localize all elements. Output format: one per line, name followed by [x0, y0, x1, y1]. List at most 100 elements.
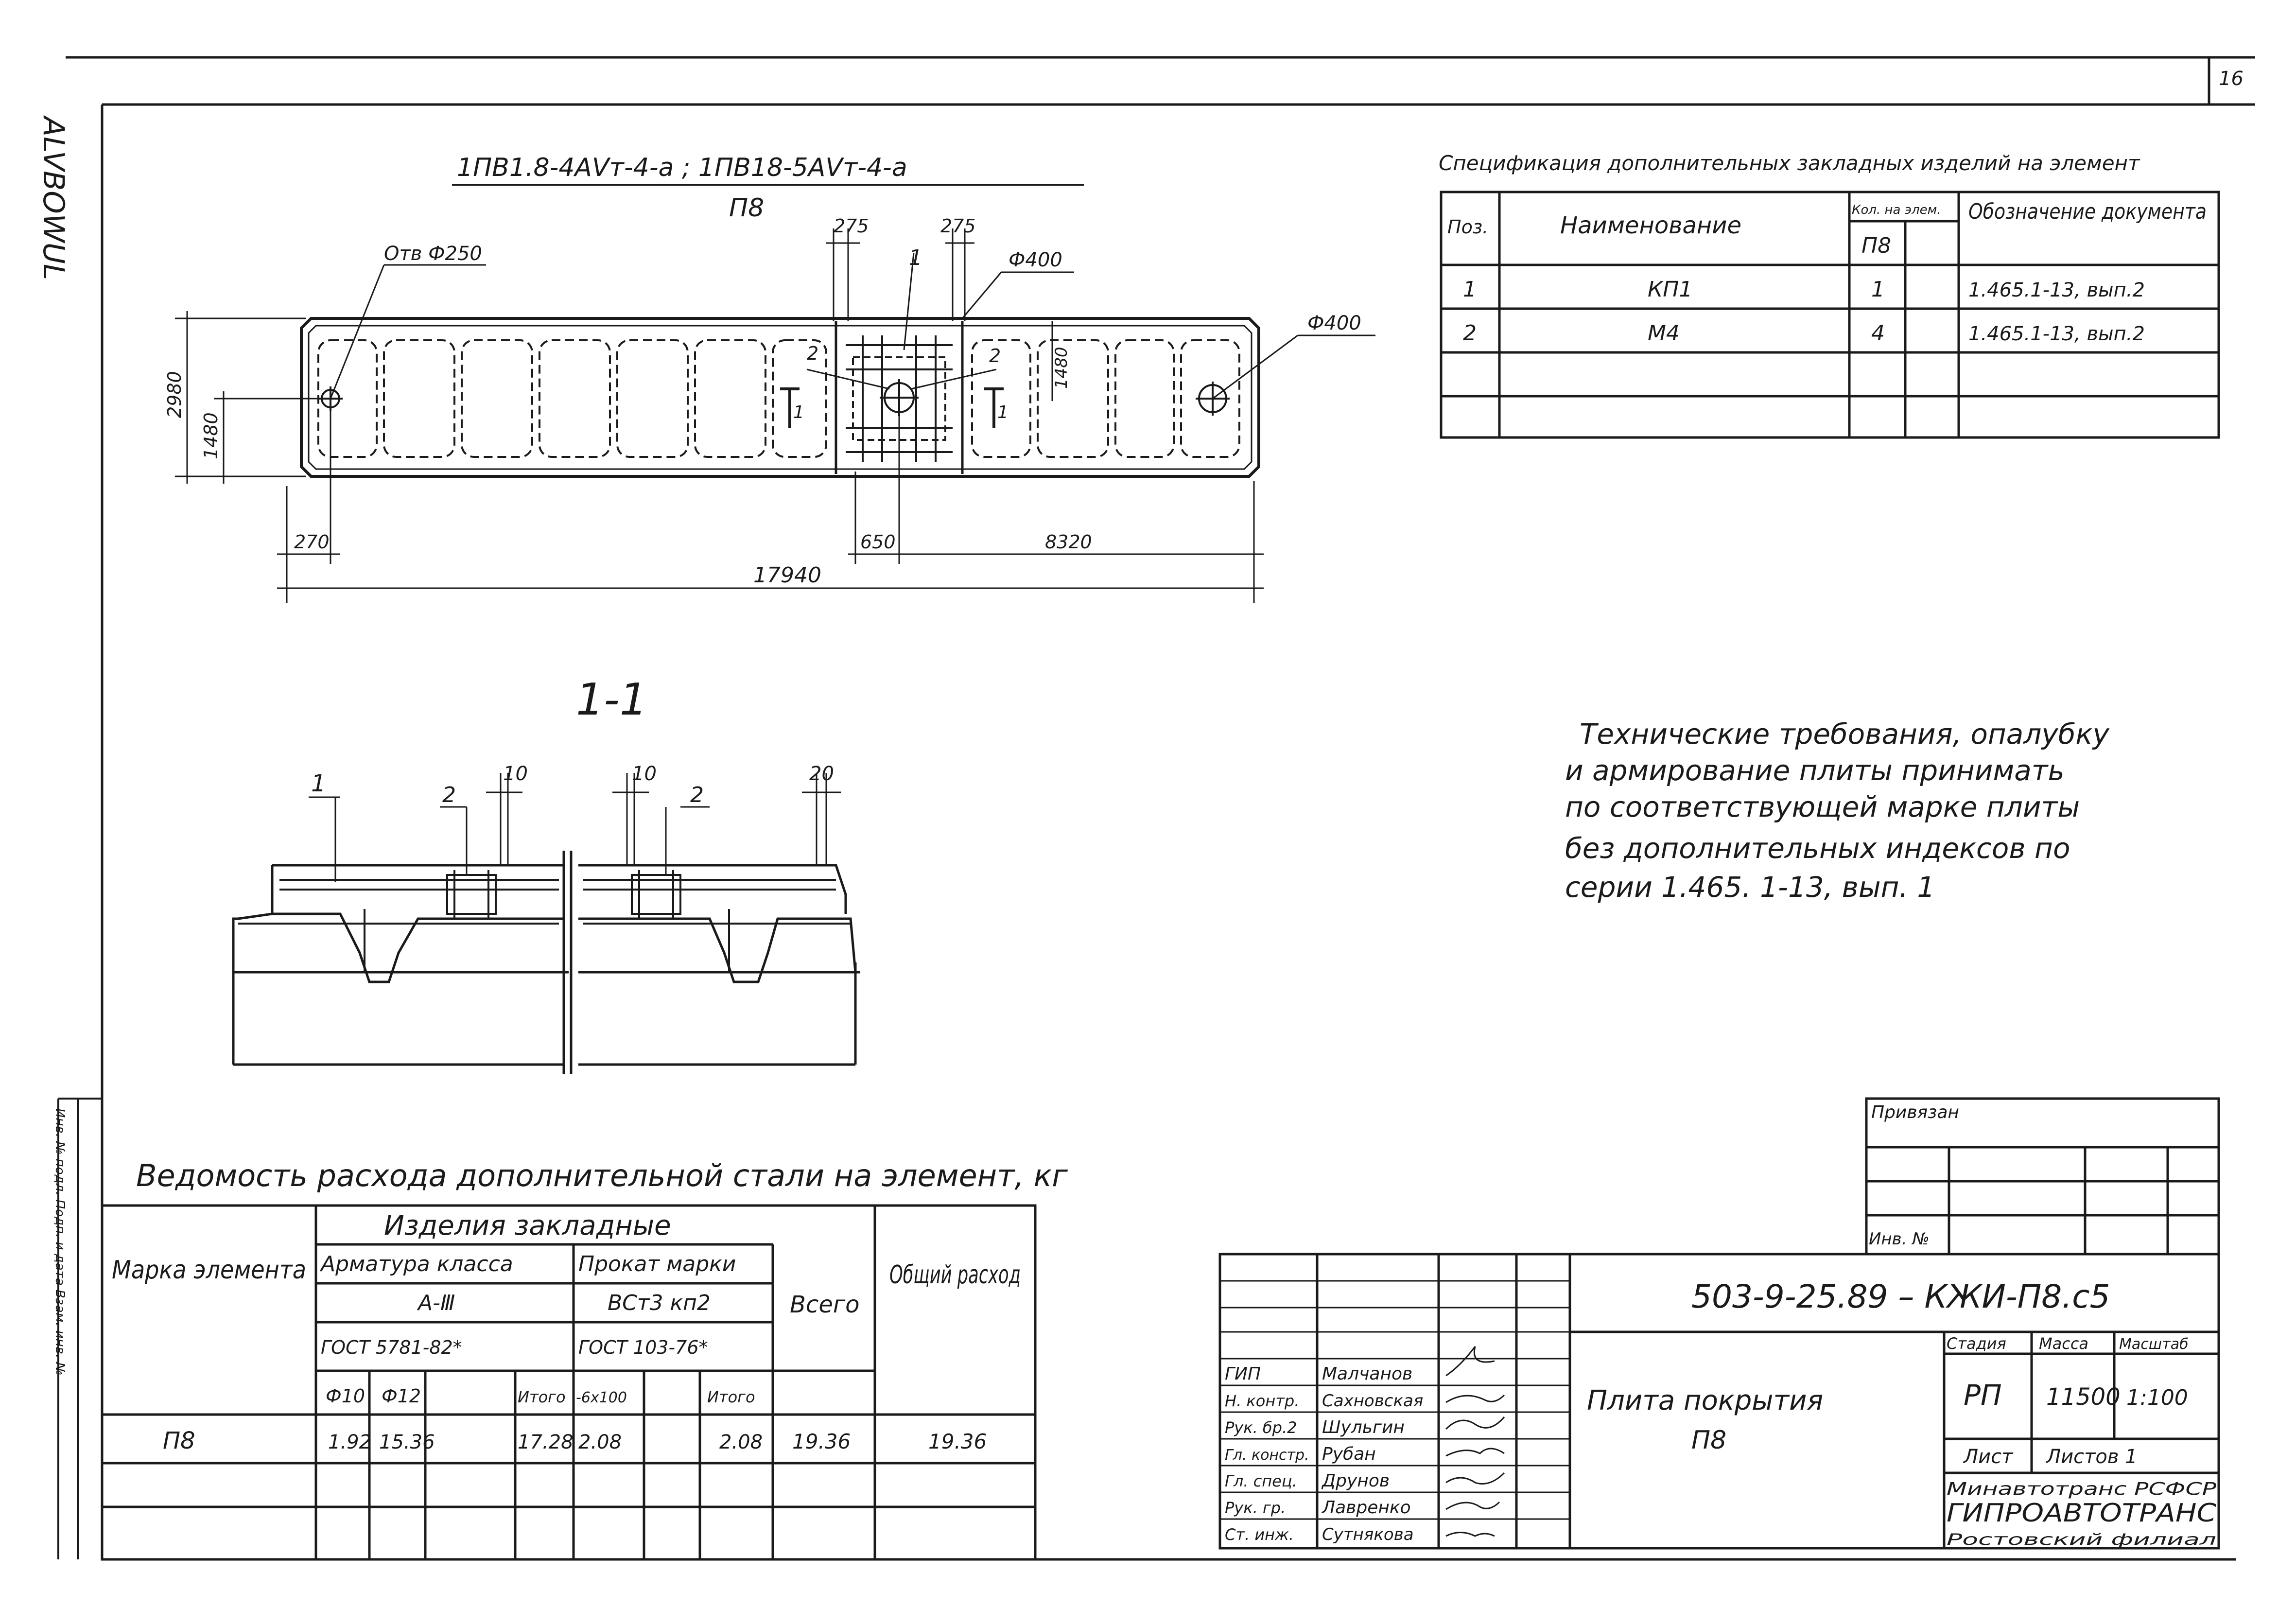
- spec-title: Спецификация дополнительных закладных из…: [1439, 151, 2140, 175]
- signer-name: Рубан: [1322, 1444, 1376, 1464]
- hole-center-400: [880, 379, 919, 416]
- dim-half-1480-inner: 1480: [1052, 347, 1071, 389]
- spec-row-1-doc: 1.465.1-13, вып.2: [1968, 279, 2145, 301]
- spec-row-1-qty: 1: [1871, 277, 1885, 302]
- steel-header-overall: Общий расход: [889, 1260, 1021, 1290]
- stamp-name-line1: Плита покрытия: [1587, 1385, 1823, 1416]
- stamp-mass: 11500: [2046, 1383, 2121, 1411]
- spec-row-1-name: КП1: [1648, 277, 1692, 302]
- note-line-1: Технические требования, опалубку: [1580, 717, 2110, 751]
- steel-row-itogo-1: 17.28: [518, 1431, 574, 1453]
- marker-2-right: 2: [989, 345, 1001, 367]
- note-line-5: серии 1.465. 1-13, вып. 1: [1565, 871, 1935, 904]
- steel-header-itogo-1: Итого: [518, 1388, 566, 1406]
- section-leaders: [309, 773, 841, 882]
- spec-header-qty-p8: П8: [1861, 233, 1891, 258]
- hole-400-top-label: Ф400: [1009, 249, 1062, 271]
- signer-role: Рук. бр.2: [1225, 1418, 1297, 1437]
- dim-8320: 8320: [1045, 531, 1092, 553]
- steel-header-rolled-grade: ВСт3 кп2: [608, 1291, 711, 1315]
- stamp-name-line2: П8: [1691, 1426, 1726, 1455]
- spec-header-pos: Поз.: [1447, 216, 1488, 238]
- spec-table: Спецификация дополнительных закладных из…: [1439, 151, 2220, 439]
- dim-top-275: [826, 228, 974, 321]
- signer-role: Н. контр.: [1225, 1392, 1299, 1410]
- inv-label: Инв. №: [1869, 1229, 1930, 1249]
- signer-name: Друнов: [1321, 1471, 1390, 1491]
- steel-row-total: 19.36: [792, 1430, 851, 1453]
- stamp-code: 503-9-25.89 – КЖИ-П8.с5: [1691, 1278, 2110, 1315]
- section-dim-10-left: 10: [503, 763, 528, 785]
- callout-1: 1: [909, 245, 922, 270]
- dim-left-vertical: [175, 311, 1053, 484]
- hole-400-right-label: Ф400: [1307, 312, 1361, 334]
- section-rebar: [238, 870, 851, 972]
- stamp-org-2: ГИПРОАВТОТРАНС: [1947, 1499, 2217, 1528]
- signer-role: Рук. гр.: [1225, 1499, 1286, 1517]
- note-line-3: по соответствующей марке плиты: [1565, 790, 2080, 823]
- steel-table: Ведомость расхода дополнительной стали н…: [101, 1158, 1068, 1561]
- signer-name: Малчанов: [1322, 1364, 1412, 1384]
- section-cut-marks: [780, 387, 1004, 428]
- stamp-stage-header: Стадия: [1947, 1334, 2006, 1353]
- steel-row-overall: 19.36: [928, 1430, 987, 1453]
- technical-notes: Технические требования, опалубку и армир…: [1565, 717, 2110, 904]
- steel-header-phi12: Ф12: [382, 1385, 421, 1407]
- spec-row-2-qty: 4: [1871, 321, 1885, 346]
- signer-name: Шульгин: [1322, 1417, 1405, 1437]
- spec-header-qty: Кол. на элем.: [1852, 203, 1941, 217]
- stamp-sheets: Листов 1: [2045, 1446, 2138, 1468]
- signer-name: Сахновская: [1322, 1391, 1423, 1411]
- privyazan-label: Привязан: [1871, 1102, 1959, 1122]
- side-stamp-top: ALVBOWUL: [36, 115, 70, 280]
- slab-outline: [300, 317, 1260, 478]
- stamp-scale-header: Масштаб: [2119, 1336, 2189, 1353]
- plan-title-mark: П8: [729, 193, 764, 223]
- steel-header-total: Всего: [790, 1291, 859, 1318]
- steel-title: Ведомость расхода дополнительной стали н…: [136, 1158, 1068, 1193]
- section-label-1: 1: [311, 770, 326, 797]
- spec-row-2-name: М4: [1648, 321, 1680, 346]
- stamp-sheet: Лист: [1963, 1446, 2014, 1468]
- signer-role: Гл. констр.: [1225, 1447, 1309, 1464]
- note-line-2: и армирование плиты принимать: [1565, 754, 2065, 787]
- stamp-org-1: Минавтотранс РСФСР: [1947, 1479, 2216, 1499]
- signer-role: Гл. спец.: [1225, 1472, 1297, 1490]
- steel-header-itogo-2: Итого: [707, 1388, 755, 1406]
- dim-650: 650: [860, 531, 896, 553]
- leader-lines: [330, 252, 1375, 400]
- stamp-scale: 1:100: [2126, 1385, 2188, 1410]
- stamp-org-3: Ростовский филиал: [1947, 1530, 2216, 1549]
- embedded-plate-grid: [846, 335, 953, 462]
- dim-half-1480: 1480: [200, 412, 222, 459]
- steel-row-phi10: 1.92: [328, 1431, 371, 1453]
- section-label-2-right: 2: [690, 783, 704, 807]
- binding-strip: [57, 1098, 102, 1559]
- steel-header-phi10: Ф10: [326, 1385, 365, 1407]
- signer-role: Ст. инж.: [1225, 1525, 1294, 1544]
- section-title: 1-1: [576, 674, 647, 725]
- section-mark-right: 1: [997, 402, 1009, 422]
- signature-scribbles: [1445, 1346, 1505, 1537]
- section-dim-10-right: 10: [632, 763, 657, 785]
- signers: ГИП Малчанов Н. контр. Сахновская Рук. б…: [1225, 1364, 1423, 1544]
- hole-small-label: Отв Ф250: [384, 243, 482, 265]
- stamp-mass-header: Масса: [2039, 1334, 2088, 1353]
- steel-row-strip: 2.08: [578, 1431, 622, 1453]
- plan-title-marks: 1ПВ1.8-4АⅤт-4-а ; 1ПВ18-5АⅤт-4-а: [457, 153, 907, 182]
- dim-275-left: 275: [834, 215, 869, 237]
- side-stamp-bottom: Инв. № подл. Подп. и дата Взам. инв. №: [52, 1108, 67, 1376]
- plan-view: 1ПВ1.8-4АⅤт-4-а ; 1ПВ18-5АⅤт-4-а П8: [164, 153, 1375, 603]
- spec-row-1-pos: 1: [1463, 277, 1477, 302]
- section-dim-20: 20: [809, 763, 834, 785]
- steel-header-rebar-gost: ГОСТ 5781-82*: [321, 1337, 462, 1358]
- title-block: Привязан Инв. №: [1218, 1097, 2220, 1550]
- spec-header-doc: Обозначение документа: [1968, 199, 2207, 224]
- steel-header-rolled-gost: ГОСТ 103-76*: [578, 1337, 708, 1358]
- steel-row-phi12: 15.36: [379, 1431, 435, 1453]
- section-mark-left: 1: [793, 402, 804, 422]
- dim-total-17940: 17940: [753, 563, 821, 588]
- dim-275-right: 275: [940, 215, 976, 237]
- dim-bottom-chain: [277, 408, 1264, 603]
